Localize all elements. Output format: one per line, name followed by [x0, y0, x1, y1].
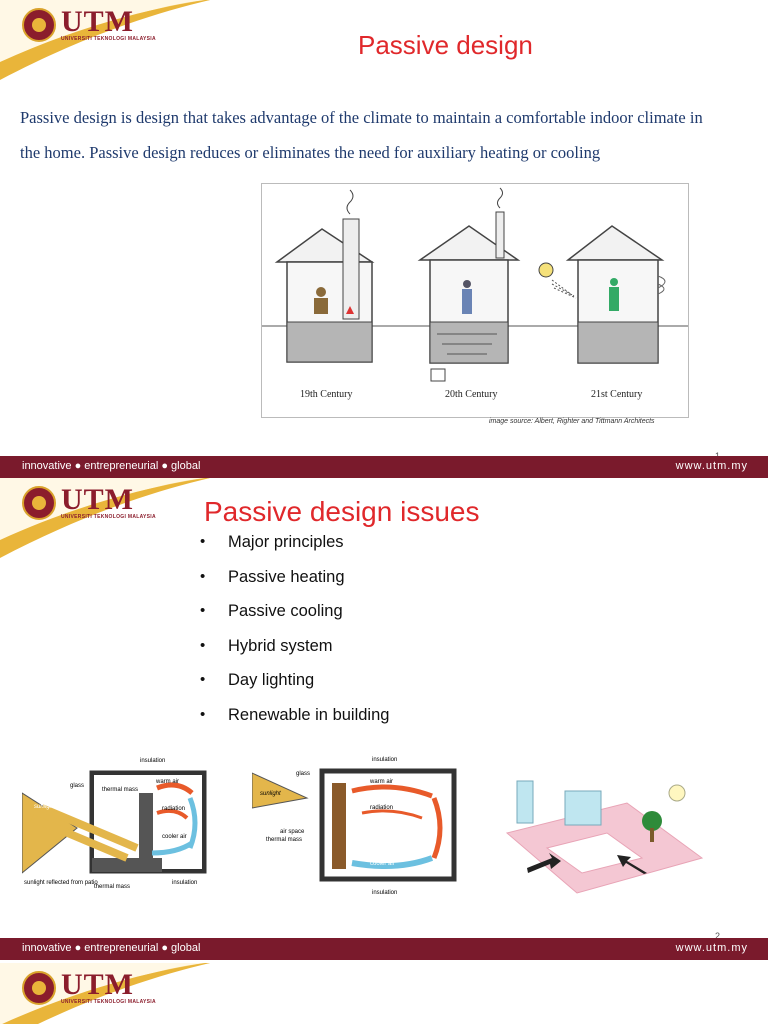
slide-title: Passive design issues — [204, 496, 480, 527]
slide-1: UTM UNIVERSITI TEKNOLOGI MALAYSIA Passiv… — [0, 0, 768, 478]
slide-title: Passive design — [358, 30, 533, 60]
houses-drawing — [262, 187, 688, 382]
list-item: • Hybrid system — [200, 637, 389, 672]
utm-logo: UTM UNIVERSITI TEKNOLOGI MALAYSIA — [22, 5, 156, 42]
list-item-label: Day lighting — [228, 671, 315, 689]
century-label: 20th Century — [445, 389, 498, 400]
bullet-icon: • — [200, 533, 206, 550]
footer-bar: innovative ● entrepreneurial ● global ww… — [0, 938, 768, 960]
diagram-label: thermal mass — [94, 884, 130, 890]
diagram-label: sunlight reflected from patio — [24, 880, 98, 886]
issues-list: • Major principles • Passive heating • Pass… — [200, 533, 389, 740]
diagram-label: thermal mass — [266, 837, 302, 843]
logo-name: UTM — [61, 483, 134, 516]
bullet-icon: • — [200, 636, 206, 654]
footer-tagline: innovative ● entrepreneurial ● global — [22, 942, 201, 954]
logo-subtitle: UNIVERSITI TEKNOLOGI MALAYSIA — [61, 36, 156, 42]
thermal-mass-diagram: insulation glass sunlight thermal mass w… — [22, 758, 207, 890]
slide-3: UTM UNIVERSITI TEKNOLOGI MALAYSIA — [0, 963, 768, 1024]
trombe-wall-diagram: insulation sunlight glass warm air radia… — [252, 757, 457, 896]
diagram-label: cooler air — [370, 861, 395, 867]
diagram-label: glass — [296, 771, 310, 777]
site-planning-diagram — [505, 780, 704, 894]
footer-bar: innovative ● entrepreneurial ● global ww… — [0, 456, 768, 478]
list-item: • Passive heating — [200, 568, 389, 603]
logo-subtitle: UNIVERSITI TEKNOLOGI MALAYSIA — [61, 999, 156, 1005]
houses-illustration: 19th Century 20th Century 21st Century — [261, 183, 689, 418]
utm-crest-icon — [22, 8, 56, 42]
diagram-label: radiation — [370, 805, 393, 811]
utm-logo: UTM UNIVERSITI TEKNOLOGI MALAYSIA — [22, 483, 156, 520]
list-item: • Day lighting — [200, 671, 389, 706]
diagram-label: insulation — [372, 757, 397, 763]
logo-subtitle: UNIVERSITI TEKNOLOGI MALAYSIA — [61, 514, 156, 520]
diagram-label: cooler air — [162, 834, 187, 840]
footer-url[interactable]: www.utm.my — [675, 460, 748, 472]
logo-name: UTM — [61, 968, 134, 1001]
footer-tagline: innovative ● entrepreneurial ● global — [22, 460, 201, 472]
century-label: 19th Century — [300, 389, 353, 400]
list-item: • Major principles — [200, 533, 389, 568]
utm-crest-icon — [22, 486, 56, 520]
slide-paragraph: Passive design is design that takes adva… — [20, 108, 703, 162]
diagram-label: insulation — [372, 890, 397, 896]
bullet-icon: • — [200, 602, 206, 619]
diagram-label: insulation — [172, 880, 197, 886]
list-item-label: Passive heating — [228, 567, 345, 586]
list-item-label: Passive cooling — [228, 602, 343, 620]
diagram-label: warm air — [369, 779, 393, 785]
list-item-label: Hybrid system — [228, 636, 333, 655]
diagram-label: thermal mass — [102, 787, 138, 793]
image-caption: image source: Albert, Righter and Tittma… — [489, 418, 655, 425]
list-item-label: Renewable in building — [228, 705, 390, 724]
page-number: 2 — [714, 931, 720, 941]
list-item-label: Major principles — [228, 533, 344, 551]
diagram-label: air space — [280, 829, 305, 835]
diagram-label: sunlight — [260, 791, 281, 797]
diagram-label: warm air — [155, 779, 179, 785]
diagram-label: radiation — [162, 806, 185, 812]
diagram-label: glass — [70, 783, 84, 789]
list-item: • Passive cooling — [200, 602, 389, 637]
utm-logo: UTM UNIVERSITI TEKNOLOGI MALAYSIA — [22, 968, 156, 1005]
bullet-icon: • — [200, 705, 206, 723]
logo-name: UTM — [61, 5, 134, 38]
slide-2: UTM UNIVERSITI TEKNOLOGI MALAYSIA Passiv… — [0, 478, 768, 963]
footer-url[interactable]: www.utm.my — [675, 942, 748, 954]
bullet-icon: • — [200, 567, 206, 585]
diagram-label: sunlight — [34, 804, 55, 810]
century-label: 21st Century — [591, 389, 643, 400]
diagram-label: insulation — [140, 758, 165, 764]
bullet-icon: • — [200, 671, 206, 688]
list-item: • Renewable in building — [200, 706, 389, 741]
utm-crest-icon — [22, 971, 56, 1005]
